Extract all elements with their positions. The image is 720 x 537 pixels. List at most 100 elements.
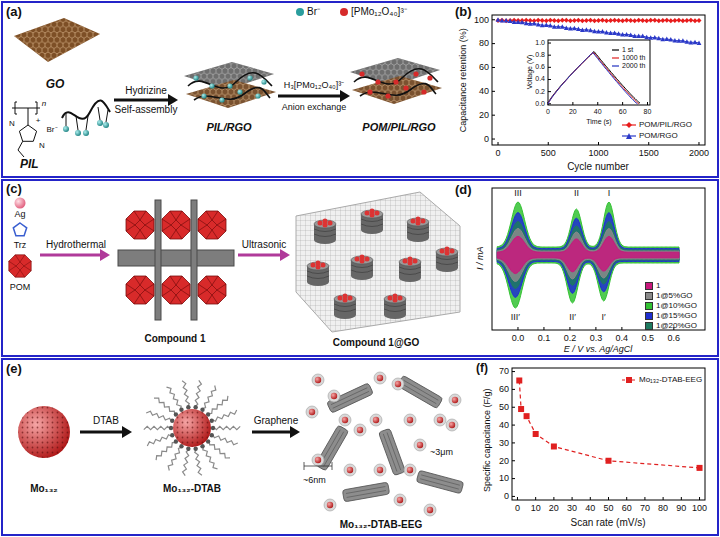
legend-item: Br⁻ — [296, 6, 320, 18]
surfactant-head — [211, 426, 215, 430]
coated-cluster — [437, 417, 443, 423]
tick-mark — [569, 327, 570, 330]
node-label: GO — [46, 78, 65, 92]
surfactant-head — [193, 446, 197, 450]
legend-sample — [622, 376, 636, 384]
legend-text: 2000 th — [622, 62, 645, 70]
coated-cluster — [395, 381, 401, 387]
data-marker — [584, 18, 589, 23]
data-marker — [606, 458, 612, 464]
coated-cluster — [417, 442, 423, 448]
text-label: N — [39, 141, 45, 150]
text-label: 1000 — [588, 148, 608, 158]
figure-node: Compound 1 — [112, 194, 238, 346]
text-label: Anion exchange — [282, 102, 347, 112]
legend-sample — [622, 121, 636, 129]
node-label: PIL — [20, 158, 39, 172]
text-label: Br⁻ — [47, 125, 58, 134]
data-marker — [548, 23, 553, 28]
tick-mark — [572, 102, 573, 105]
text-label: 40 — [479, 86, 489, 96]
text-label: Capacitance retention (%) — [458, 28, 468, 132]
legend-sample — [612, 54, 619, 62]
surfactant-chain — [154, 398, 175, 416]
text-label: 40 — [585, 503, 595, 513]
data-marker — [500, 18, 505, 23]
legend-line — [612, 57, 619, 58]
text-label: 0 — [496, 148, 501, 158]
tick-mark — [512, 407, 515, 408]
pil-polymer-part — [62, 100, 110, 118]
coated-cluster — [414, 439, 426, 451]
coated-cluster — [312, 454, 324, 466]
coated-cluster — [407, 467, 413, 473]
data-marker — [681, 38, 686, 43]
coated-cluster — [342, 417, 348, 423]
coated-cluster — [434, 414, 446, 426]
graphene-layer — [346, 487, 386, 498]
data-marker — [688, 18, 693, 23]
node-label: Compound 1 — [144, 333, 205, 345]
legend-swatch — [645, 282, 653, 290]
text-label: Ag — [14, 209, 25, 219]
data-marker — [516, 377, 522, 383]
text-label: Graphene — [254, 415, 298, 427]
data-marker — [612, 18, 617, 23]
legend-text: 1@10%GO — [656, 301, 697, 310]
data-marker — [632, 34, 637, 39]
precursor-symbols-part — [13, 223, 26, 236]
arrow-head — [340, 90, 350, 102]
legend-text: [PMo₁₂O₄₀]³⁻ — [351, 6, 407, 18]
pil-polymer-part — [83, 130, 89, 136]
coated-cluster — [315, 377, 321, 383]
coated-cluster — [370, 414, 382, 426]
surfactant-head — [186, 405, 190, 409]
capacitance-line — [519, 381, 699, 468]
text-label: + — [36, 116, 41, 125]
text-label: (b) — [455, 5, 472, 20]
mo132-core — [173, 409, 211, 447]
legend-line — [612, 49, 619, 50]
text-label: 50 — [603, 503, 613, 513]
coated-cluster — [397, 497, 403, 503]
legend-text: 1@5%GO — [656, 291, 693, 300]
data-marker — [624, 18, 629, 23]
go-mesh-part — [384, 294, 406, 320]
tick-mark — [648, 142, 649, 145]
tick-mark — [608, 497, 609, 500]
figure-node: PIL/RGO — [180, 56, 278, 136]
cv-curve — [497, 213, 679, 298]
coated-cluster — [354, 424, 366, 436]
coated-cluster — [392, 378, 404, 390]
legend-text: 1 st — [622, 46, 633, 54]
text-label: 20 — [569, 108, 577, 116]
tick-mark — [492, 43, 495, 44]
legend-text: 1@20%GO — [656, 321, 697, 330]
text-label: Scan rate (mV/s) — [570, 517, 645, 529]
go-mesh-part — [334, 294, 356, 320]
coated-cluster — [339, 414, 351, 426]
text-label: 0.6 — [535, 63, 545, 71]
tick-mark — [622, 102, 623, 105]
pil-rgo-sheets — [184, 62, 276, 108]
data-marker — [684, 18, 689, 23]
figure-node: Mo₁₃₂ — [8, 392, 80, 496]
text-label: I — [608, 188, 611, 198]
data-marker — [564, 18, 569, 23]
surfactant-chain — [195, 448, 202, 475]
graphene-flake — [327, 383, 374, 413]
mo132-ball-part — [18, 406, 70, 458]
flow-connector — [252, 426, 300, 438]
coated-cluster — [309, 409, 315, 415]
tick-mark — [699, 497, 700, 500]
precursor-symbols-part — [9, 255, 31, 277]
go-mesh-part — [296, 192, 460, 332]
data-marker — [632, 18, 637, 23]
text-label: (f) — [476, 362, 488, 376]
pil-rgo-sheets-part — [184, 62, 276, 108]
graphene-layer — [383, 433, 400, 472]
data-marker — [689, 40, 694, 45]
data-marker — [596, 18, 601, 23]
